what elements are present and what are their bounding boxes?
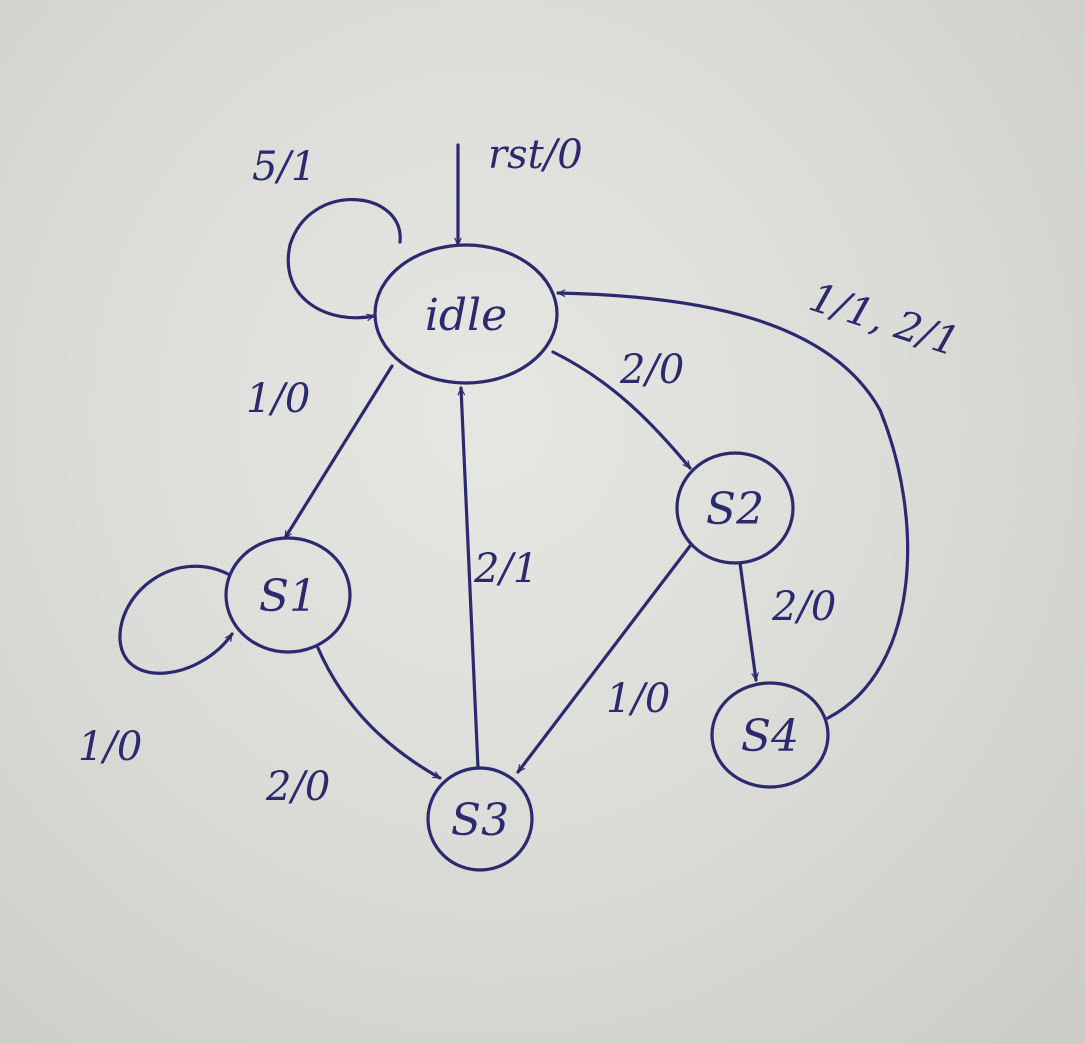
s2-to-s3-label: 1/0	[606, 676, 670, 722]
s1-self-loop-label: 1/0	[78, 724, 142, 770]
state-s4-circle	[710, 681, 830, 789]
state-s2-circle	[675, 451, 795, 565]
s1-to-s3-arrow	[316, 646, 442, 780]
idle-to-s1-label: 1/0	[246, 376, 310, 422]
idle-self-loop-arrow	[286, 198, 402, 322]
s1-self-loop-arrow	[118, 564, 234, 675]
idle-self-loop-label: 5/1	[252, 144, 316, 190]
state-s3-circle	[426, 766, 534, 872]
reset-label: rst/0	[488, 132, 583, 178]
s2-to-s3-arrow	[516, 544, 692, 774]
state-s1-label: S1	[259, 571, 317, 622]
s2-to-s4-label: 2/0	[771, 584, 836, 630]
state-idle-label: idle	[425, 290, 507, 341]
state-idle: idle	[373, 243, 559, 385]
state-s1: S1	[224, 536, 352, 654]
s3-to-idle-arrow	[457, 386, 480, 770]
state-s3-label: S3	[451, 795, 509, 846]
state-s4: S4	[710, 681, 830, 789]
s2-to-s4-arrow	[738, 561, 759, 682]
state-s4-label: S4	[741, 711, 799, 762]
idle-to-s2-arrow	[551, 350, 692, 470]
state-s2-label: S2	[706, 484, 764, 535]
s1-to-s3-label: 2/0	[265, 764, 330, 810]
idle-to-s2-label: 2/0	[619, 347, 684, 393]
s3-to-idle-label: 2/1	[473, 546, 538, 592]
s4-to-idle-arrow	[556, 289, 910, 720]
state-s2: S2	[675, 451, 795, 565]
state-idle-circle	[373, 243, 559, 385]
idle-to-s1-arrow	[283, 364, 394, 540]
state-s3: S3	[426, 766, 534, 872]
